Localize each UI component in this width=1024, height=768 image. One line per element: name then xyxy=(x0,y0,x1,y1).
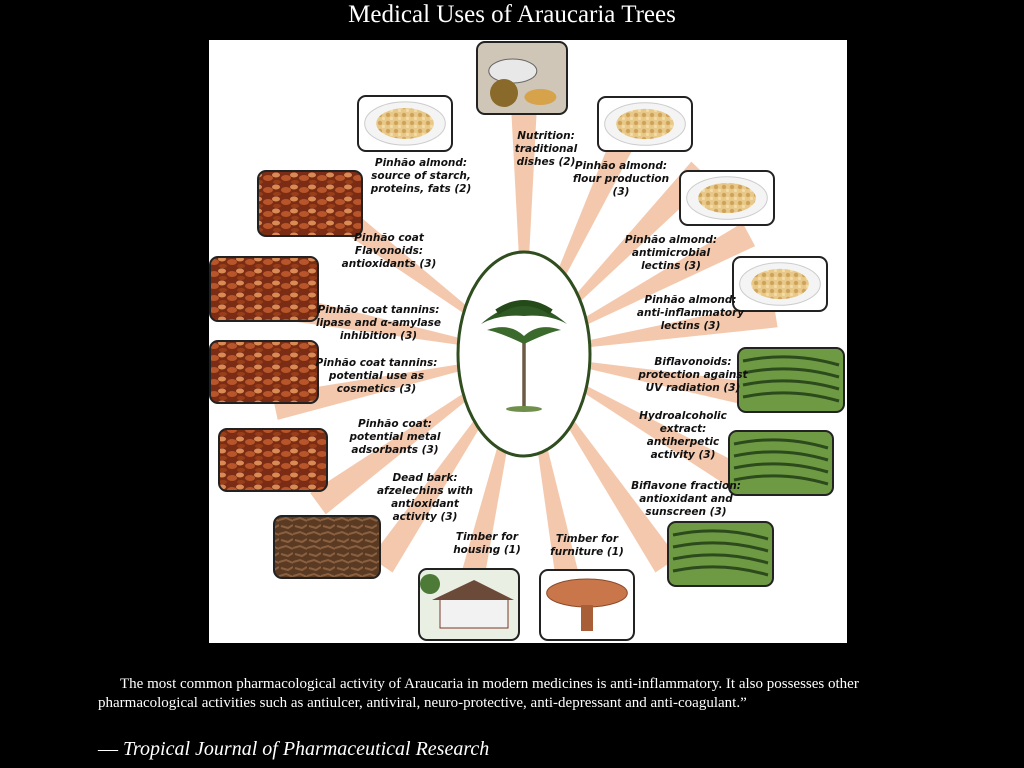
tree-bark-photo xyxy=(273,515,381,579)
ray-1 xyxy=(510,99,538,354)
nut-bowl-photo xyxy=(597,96,693,152)
pine-seeds-photo xyxy=(218,428,328,492)
photo-group xyxy=(209,41,845,641)
wooden-house-photo xyxy=(418,568,520,641)
quote-body: The most common pharmacological activity… xyxy=(98,676,859,711)
araucaria-leaves-photo xyxy=(667,521,774,587)
nut-bowl-photo xyxy=(732,256,828,312)
quote-source: — Tropical Journal of Pharmaceutical Res… xyxy=(98,738,489,761)
slide-title: Medical Uses of Araucaria Trees xyxy=(348,1,676,28)
use-label-11: Pinhão coat: potential metal adsorbants … xyxy=(349,418,441,456)
quote-text: The most common pharmacological activity… xyxy=(98,675,948,713)
pine-seeds-photo xyxy=(209,340,319,404)
source-journal: Tropical Journal of Pharmaceutical Resea… xyxy=(123,738,490,760)
araucaria-leaves-photo xyxy=(737,347,845,413)
use-label-6: Hydroalcoholic extract: antiherpetic act… xyxy=(639,410,727,461)
pine-seeds-photo xyxy=(209,256,319,322)
use-label-2: Pinhão almond: flour production (3) xyxy=(572,160,670,198)
use-label-10: Dead bark: afzelechins with antioxidant … xyxy=(376,472,474,523)
use-label-1: Nutrition: traditional dishes (2) xyxy=(514,130,578,168)
use-label-15: Pinhão almond: source of starch, protein… xyxy=(370,157,472,195)
use-label-5: Biflavonoids: protection against UV radi… xyxy=(638,356,748,394)
use-label-14: Pinhão coat Flavonoids: antioxidants (3) xyxy=(341,232,437,270)
araucaria-leaves-photo xyxy=(728,430,834,496)
araucaria-tree-icon xyxy=(481,300,567,412)
source-dash: — xyxy=(98,738,123,760)
cooking-pot-photo xyxy=(476,41,568,115)
diagram-graphics xyxy=(209,41,845,641)
use-label-13: Pinhão coat tannins: lipase and α-amylas… xyxy=(315,304,442,342)
use-label-3: Pinhão almond: antimicrobial lectins (3) xyxy=(624,234,718,272)
use-label-12: Pinhão coat tannins: potential use as co… xyxy=(315,357,438,395)
pine-seeds-photo xyxy=(257,170,363,237)
use-label-9: Timber for housing (1) xyxy=(453,531,521,556)
nut-bowl-photo xyxy=(357,95,453,152)
use-label-7: Biflavone fraction: antioxidant and suns… xyxy=(631,480,741,518)
use-label-8: Timber for furniture (1) xyxy=(550,533,624,558)
wooden-table-photo xyxy=(539,569,635,641)
nut-bowl-photo xyxy=(679,170,775,226)
use-label-4: Pinhão almond: anti-inflammatory lectins… xyxy=(636,294,745,332)
araucaria-uses-diagram: Nutrition: traditional dishes (2)Pinhão … xyxy=(209,40,847,643)
